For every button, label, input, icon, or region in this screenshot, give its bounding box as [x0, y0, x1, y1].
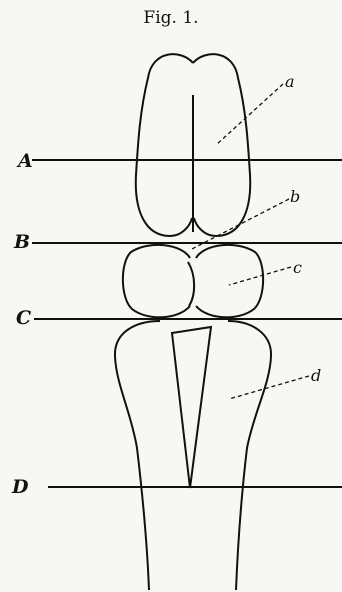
- hemisphere-right: [193, 54, 250, 236]
- stalk-left: [115, 321, 160, 590]
- middle-lobe-right: [196, 245, 263, 317]
- leader-line-a: [216, 84, 283, 145]
- leader-line-c: [229, 267, 291, 285]
- hemisphere-left: [136, 54, 193, 236]
- middle-lobe-left: [123, 245, 190, 317]
- central-canal: [172, 327, 211, 488]
- middle-fissure: [188, 262, 194, 306]
- leader-line-d: [229, 376, 309, 399]
- stalk-right: [228, 321, 271, 590]
